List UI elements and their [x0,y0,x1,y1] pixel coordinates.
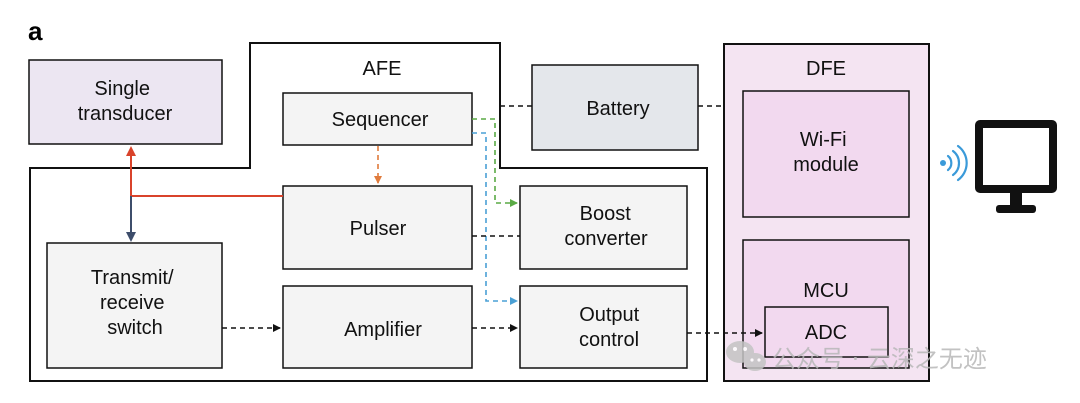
pulser-label: Pulser [350,218,407,240]
amplifier-block [282,285,473,369]
watermark: 公众号 · 云深之无迹 [726,341,987,373]
adc-label: ADC [805,322,847,344]
sequencer-to-output-arrow [472,132,518,305]
wifi-module-label: Wi-Fi module [793,129,859,176]
battery-block [531,64,699,151]
transducer-label: Single transducer [78,78,173,125]
afe-boundary [29,42,708,382]
transducer-block [28,59,223,145]
output-control-label: Output control [579,304,645,351]
sequencer-block [282,92,473,146]
wifi-module-block [742,90,910,218]
wechat-icon [726,341,766,371]
tr-switch-block [46,242,223,369]
mcu-label: MCU [803,280,849,302]
output-control-block [519,285,688,369]
dfe-label: DFE [806,58,846,80]
adc-block [764,306,889,358]
tr-switch-label: Transmit/ receive switch [91,267,179,339]
boost-converter-label: Boost converter [564,203,648,250]
boost-converter-block [519,185,688,270]
battery-label: Battery [586,98,649,120]
pulser-block [282,185,473,270]
amplifier-label: Amplifier [344,319,422,341]
transmit-path-line [126,146,283,197]
wireless-waves-icon [940,144,968,182]
watermark-text: 公众号 · 云深之无迹 [772,345,987,373]
sequencer-label: Sequencer [332,109,429,131]
sequencer-to-boost-arrow [472,118,518,207]
monitor-icon [975,120,1057,213]
afe-label: AFE [363,58,402,80]
figure-letter: a [28,16,43,46]
